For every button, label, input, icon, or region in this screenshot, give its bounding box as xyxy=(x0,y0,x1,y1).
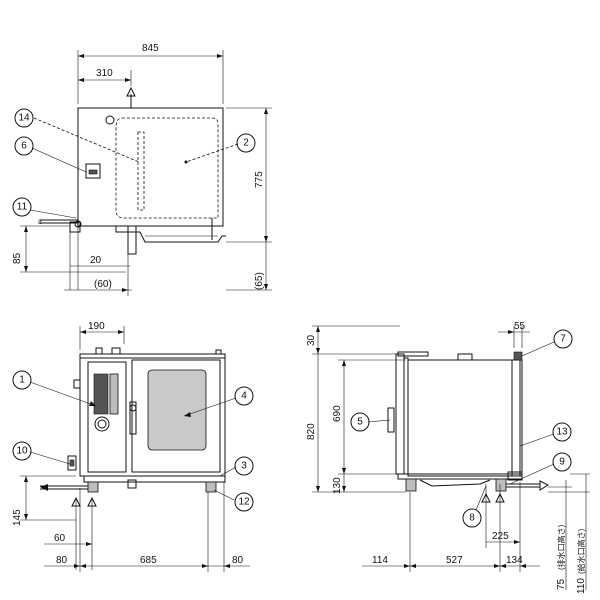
front-foot-right xyxy=(205,481,217,493)
svg-text:3: 3 xyxy=(241,461,247,472)
callout-2 xyxy=(236,133,256,153)
side-view-body xyxy=(407,359,521,477)
top-view-dashed-door xyxy=(115,117,219,219)
dim-top-65: (65) xyxy=(254,272,265,290)
svg-text:14: 14 xyxy=(18,113,30,124)
side-foot-left xyxy=(405,478,417,492)
door-handle xyxy=(129,401,137,435)
top-view-base xyxy=(115,226,226,243)
front-door xyxy=(131,359,221,473)
dim-front-80-right: 80 xyxy=(232,555,244,566)
dim-side-527: 527 xyxy=(446,555,463,566)
top-view-handle xyxy=(137,131,145,211)
callout-5 xyxy=(350,412,370,432)
callout-12 xyxy=(234,492,254,512)
callout-8 xyxy=(462,508,482,528)
dim-side-690: 690 xyxy=(332,405,343,422)
front-view: 190 145 60 80 685 80 xyxy=(12,321,250,572)
svg-text:1: 1 xyxy=(19,375,25,386)
side-view-callouts: 7 5 13 9 8 xyxy=(350,329,573,528)
dim-side-30: 30 xyxy=(306,334,317,346)
dim-side-130: 130 xyxy=(332,477,343,494)
dim-top-offset: 310 xyxy=(96,68,113,79)
callout-13 xyxy=(552,422,572,442)
callout-9 xyxy=(552,452,572,472)
top-view-body xyxy=(77,107,224,227)
side-drain-arrow-icon xyxy=(495,492,505,503)
callout-6 xyxy=(14,136,34,156)
top-view-vent-circle xyxy=(105,115,115,125)
dim-side-110: 110 xyxy=(576,578,587,594)
dim-front-685: 685 xyxy=(140,555,157,566)
side-foot-right xyxy=(495,478,507,492)
dim-side-75-note: (排水口高さ) xyxy=(556,524,566,570)
exhaust-arrow-icon xyxy=(126,86,136,97)
side-door-panel xyxy=(395,353,405,475)
svg-text:ƨ: ƨ xyxy=(38,217,42,226)
svg-text:6: 6 xyxy=(21,141,27,152)
dim-top-depth: 775 xyxy=(254,171,265,188)
svg-text:7: 7 xyxy=(560,334,566,345)
dim-top-85: 85 xyxy=(12,252,23,264)
callout-3 xyxy=(234,456,254,476)
dim-front-80-left: 80 xyxy=(56,555,68,566)
dim-top-60: (60) xyxy=(94,279,112,290)
side-view: 30 820 690 130 55 225 xyxy=(306,321,590,594)
svg-text:12: 12 xyxy=(238,497,250,508)
svg-text:8: 8 xyxy=(469,513,475,524)
callout-7 xyxy=(553,329,573,349)
dim-side-75: 75 xyxy=(556,578,567,590)
front-view-callouts: 1 4 3 12 10 xyxy=(12,370,254,512)
dim-top-20: 20 xyxy=(90,255,102,266)
dim-top-width: 845 xyxy=(142,43,159,54)
front-door-window xyxy=(147,369,207,451)
dim-side-55: 55 xyxy=(514,321,526,332)
svg-text:5: 5 xyxy=(357,417,363,428)
drain-outlet-arrow-icon xyxy=(539,480,550,491)
top-view-callouts: 14 6 2 11 xyxy=(12,108,256,219)
dim-side-114: 114 xyxy=(372,555,388,566)
control-panel xyxy=(87,361,127,473)
inlet-arrow-icon xyxy=(71,496,81,507)
control-dial xyxy=(94,416,110,432)
callout-14 xyxy=(14,108,34,128)
svg-text:10: 10 xyxy=(16,446,28,457)
dim-side-225: 225 xyxy=(492,531,509,542)
svg-text:11: 11 xyxy=(17,202,28,213)
dim-side-134: 134 xyxy=(506,555,523,566)
callout-11 xyxy=(12,197,32,217)
dim-front-145: 145 xyxy=(12,509,23,526)
svg-text:4: 4 xyxy=(241,391,247,402)
dim-side-110-note: (給水口高さ) xyxy=(576,528,586,574)
dim-front-60: 60 xyxy=(54,533,66,544)
svg-text:2: 2 xyxy=(243,138,249,149)
front-foot-left xyxy=(87,481,99,493)
dim-side-820: 820 xyxy=(306,423,317,440)
drain-arrow-icon xyxy=(87,496,97,507)
callout-1 xyxy=(12,370,32,390)
dim-front-190: 190 xyxy=(88,321,105,332)
callout-10 xyxy=(12,441,32,461)
callout-4 xyxy=(234,386,254,406)
top-view-component-6 xyxy=(85,163,101,179)
top-view: ƨ 845 310 775 (65) 85 xyxy=(12,43,272,296)
svg-text:13: 13 xyxy=(556,427,568,438)
svg-text:9: 9 xyxy=(559,457,565,468)
side-inlet-arrow-icon xyxy=(481,492,491,503)
